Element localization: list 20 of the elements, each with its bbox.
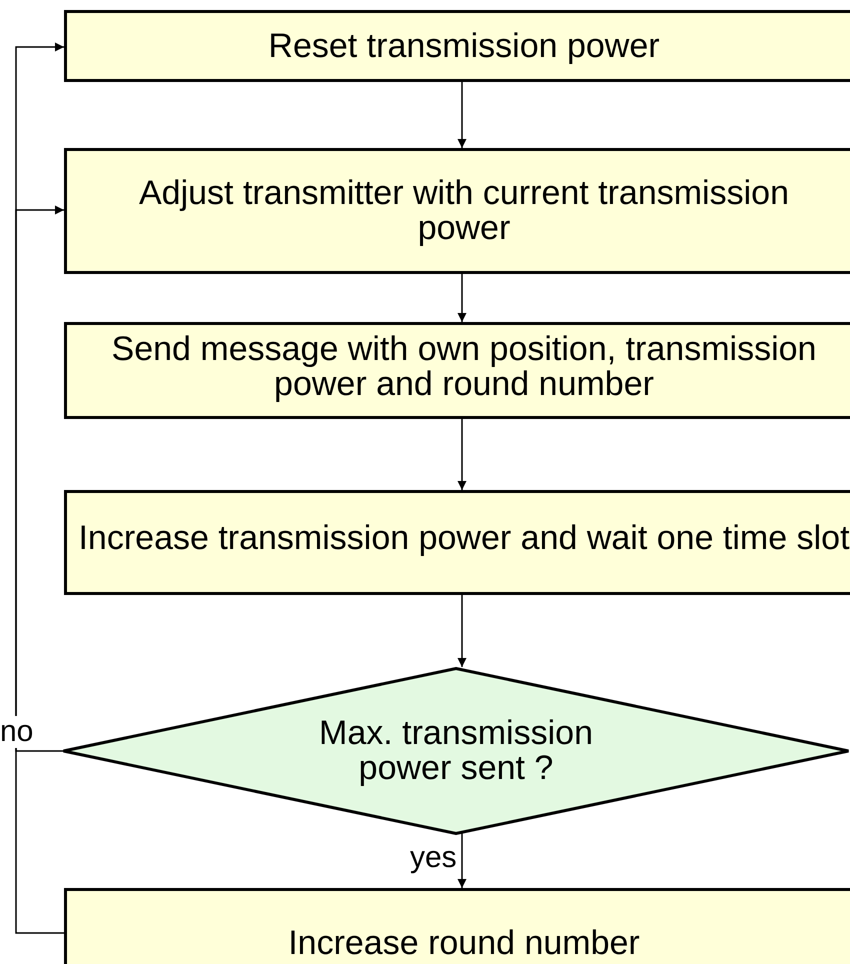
step-text: Increase round number <box>287 926 641 960</box>
step-text: Reset transmission power <box>267 28 661 64</box>
arrow <box>458 594 466 667</box>
process-box <box>64 490 850 595</box>
arrow <box>458 80 466 148</box>
arrow <box>458 272 466 322</box>
process-box <box>64 10 850 82</box>
step-text: Max. transmission power sent ? <box>318 716 594 786</box>
step-text: Increase transmission power and wait one time slot <box>77 521 850 556</box>
edge-label: no <box>0 716 34 748</box>
process-box <box>64 148 850 274</box>
decision-diamond <box>62 667 850 835</box>
arrow <box>15 206 64 752</box>
step-text: Send message with own position, transmission power and round number <box>110 332 818 402</box>
process-box <box>64 322 850 419</box>
arrow <box>458 834 466 888</box>
arrow <box>15 42 64 934</box>
step-text: Adjust transmitter with current transmission power <box>138 176 790 246</box>
process-box <box>64 888 850 964</box>
arrow <box>458 418 466 490</box>
